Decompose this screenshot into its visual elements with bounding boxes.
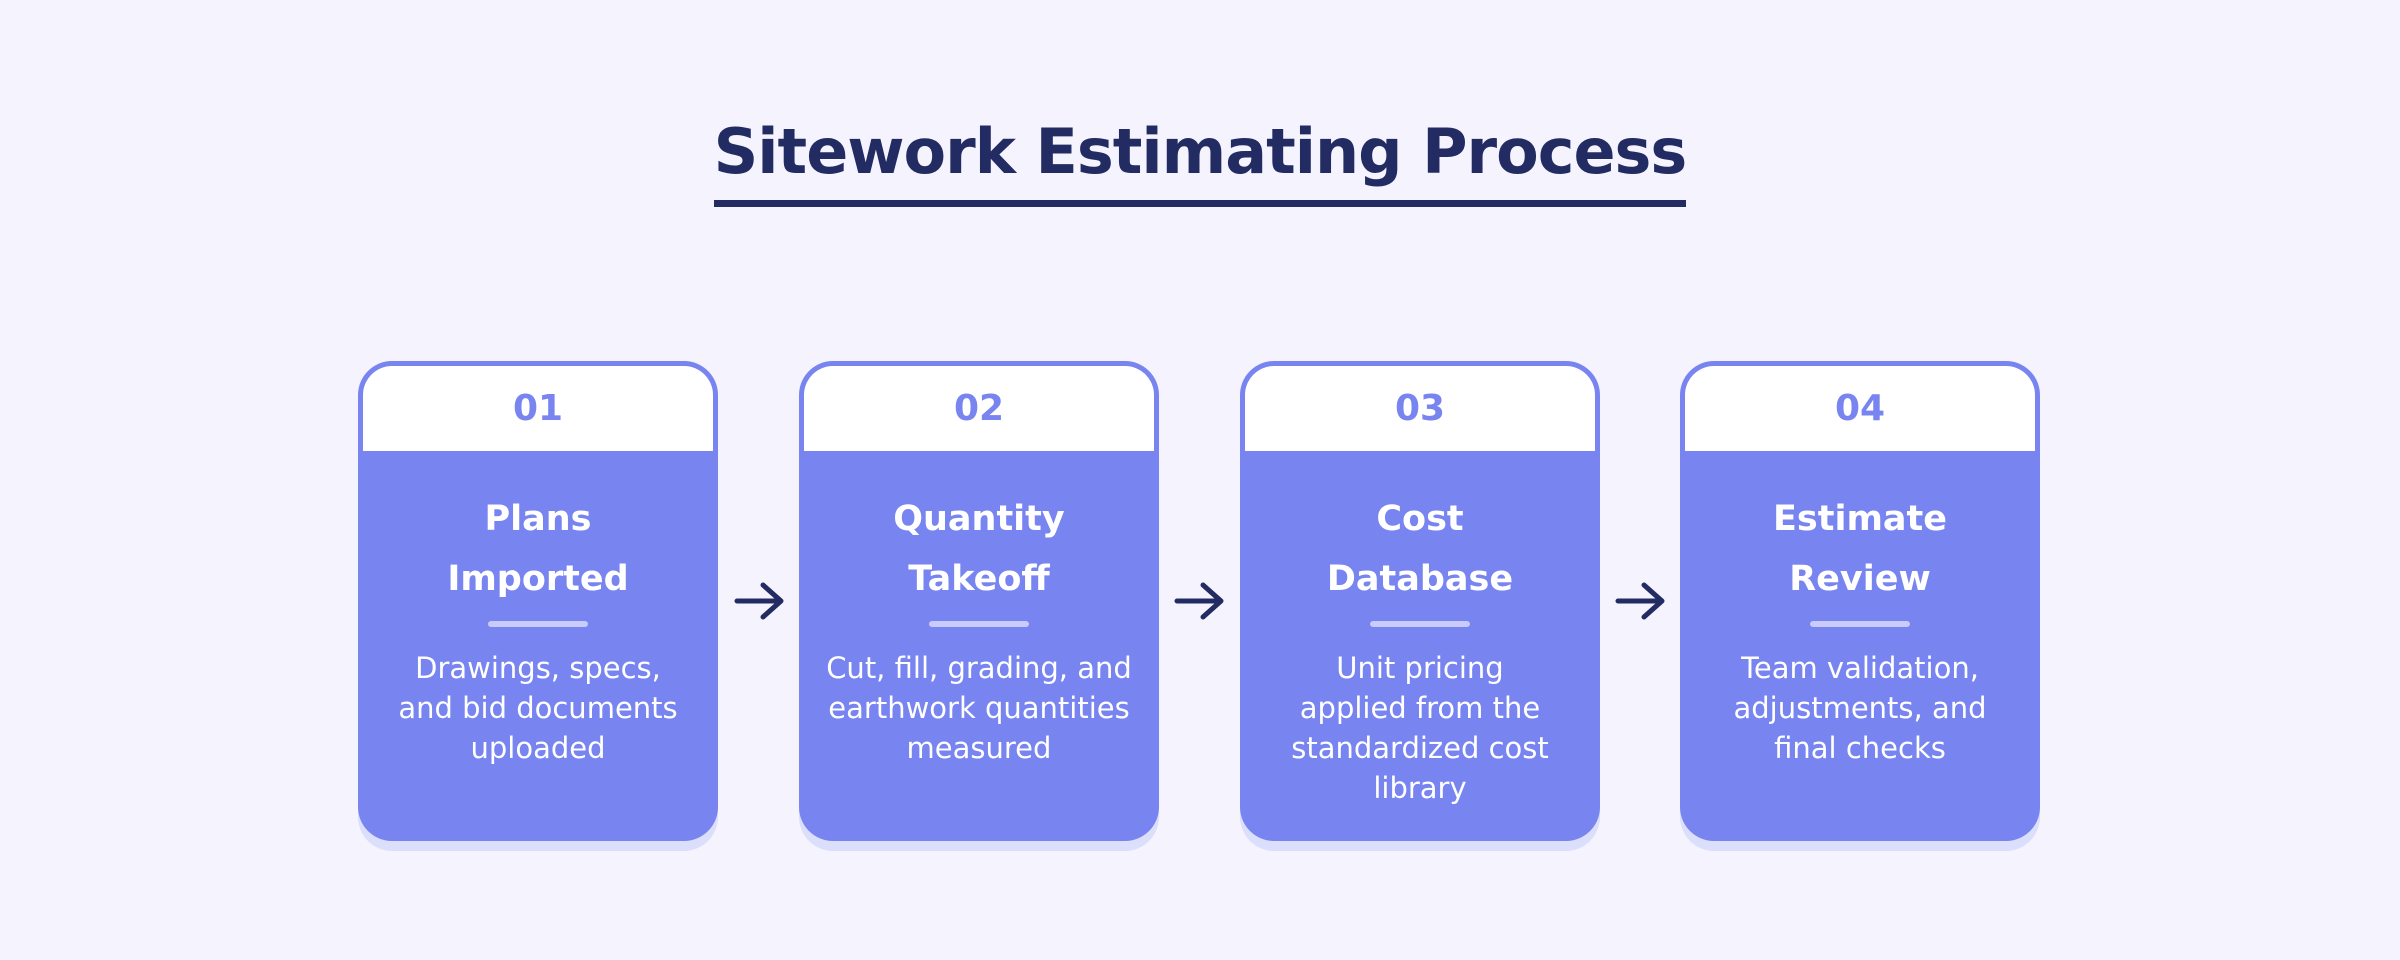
title-wrapper: Sitework Estimating Process (0, 117, 2400, 208)
step-description-line: adjustments, and (1733, 691, 1987, 725)
step-number: 03 (1394, 388, 1446, 429)
step-title-line: Database (1326, 559, 1514, 599)
step-description-line: Drawings, specs, (415, 651, 661, 685)
step-title-line: Quantity (893, 499, 1065, 539)
step-card-header: 01 (363, 366, 713, 451)
step-description: Cut, fill, grading, and earthwork quanti… (823, 648, 1135, 768)
step-divider (488, 621, 588, 627)
step-divider (1370, 621, 1470, 627)
step-title: Estimate Review (1700, 489, 2020, 609)
step-divider (929, 621, 1029, 627)
step-title: Plans Imported (378, 489, 698, 609)
step-number: 02 (953, 388, 1005, 429)
step-card-header: 02 (804, 366, 1154, 451)
step-description: Team validation, adjustments, and final … (1704, 648, 2016, 768)
step-card-1: 01 Plans Imported Drawings, specs, and b… (358, 361, 718, 841)
process-steps: 01 Plans Imported Drawings, specs, and b… (358, 361, 2042, 851)
arrow-right-icon (1174, 582, 1224, 620)
step-title: Quantity Takeoff (819, 489, 1139, 609)
step-title-line: Plans (484, 499, 592, 539)
step-title-line: Cost (1376, 499, 1464, 539)
step-card-header: 03 (1245, 366, 1595, 451)
arrow-right-icon (1615, 582, 1665, 620)
step-card-header: 04 (1685, 366, 2035, 451)
step-description-line: applied from the (1299, 691, 1541, 725)
step-card-2: 02 Quantity Takeoff Cut, fill, grading, … (799, 361, 1159, 841)
step-description-line: Team validation, (1741, 651, 1979, 685)
step-title: Cost Database (1260, 489, 1580, 609)
step-description-line: final checks (1774, 731, 1946, 765)
arrow-right-icon (734, 582, 784, 620)
step-description: Unit pricing applied from the standardiz… (1264, 648, 1576, 808)
diagram-title: Sitework Estimating Process (713, 117, 1687, 208)
step-description-line: Unit pricing (1336, 651, 1504, 685)
step-description-line: library (1373, 771, 1467, 805)
step-description-line: and bid documents (398, 691, 678, 725)
step-number: 01 (512, 388, 564, 429)
step-description-line: standardized cost (1291, 731, 1549, 765)
step-number: 04 (1834, 388, 1886, 429)
step-divider (1810, 621, 1910, 627)
step-description-line: Cut, fill, grading, and (826, 651, 1132, 685)
step-description-line: uploaded (470, 731, 606, 765)
step-card-3: 03 Cost Database Unit pricing applied fr… (1240, 361, 1600, 841)
step-card-4: 04 Estimate Review Team validation, adju… (1680, 361, 2040, 841)
step-title-line: Takeoff (908, 559, 1050, 599)
step-description-line: measured (906, 731, 1052, 765)
step-title-line: Review (1789, 559, 1931, 599)
step-description: Drawings, specs, and bid documents uploa… (382, 648, 694, 768)
step-title-line: Imported (447, 559, 629, 599)
step-title-line: Estimate (1772, 499, 1948, 539)
step-description-line: earthwork quantities (828, 691, 1130, 725)
